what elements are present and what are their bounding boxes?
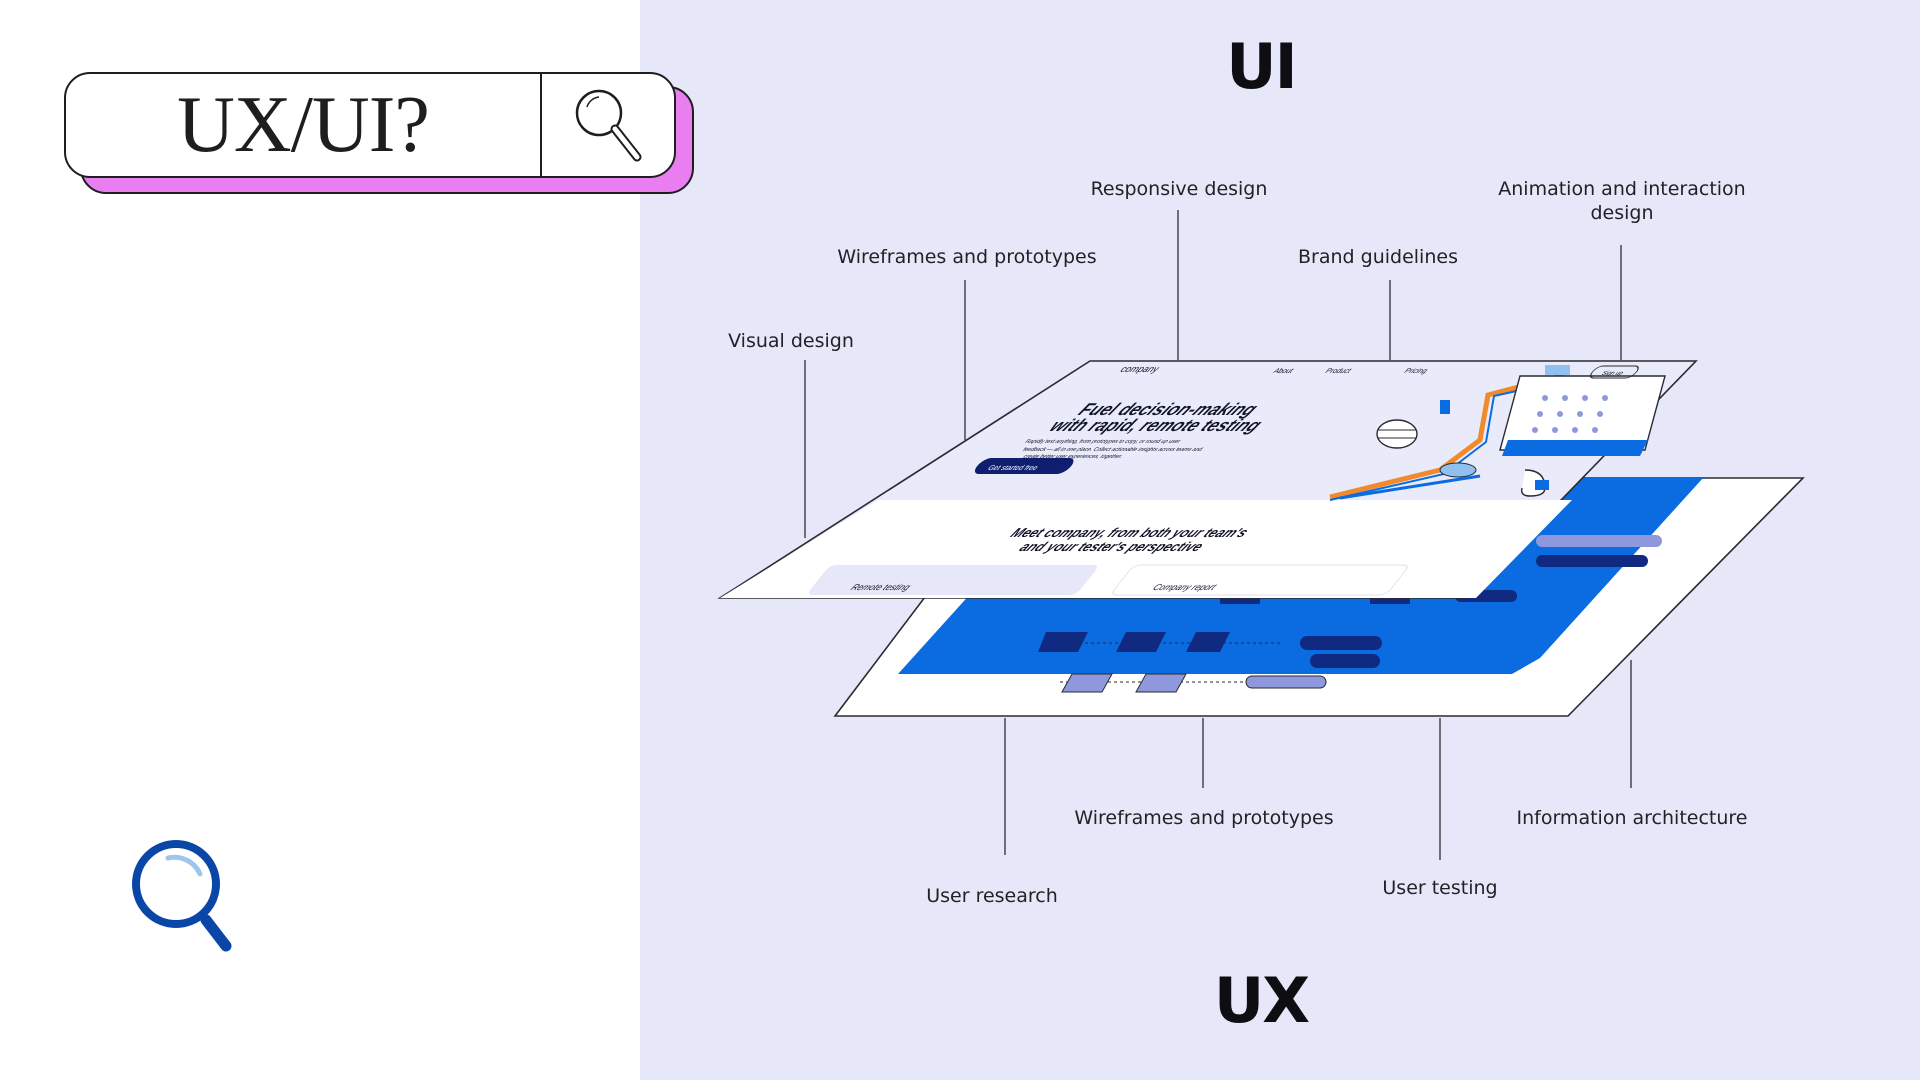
leader-lines xyxy=(804,210,1632,860)
ux-flow xyxy=(1038,535,1662,693)
mockup-headline-1: Fuel decision-making xyxy=(1074,400,1263,419)
search-query[interactable]: UX/UI? xyxy=(66,74,542,176)
mockup-nav-about: About xyxy=(1271,367,1296,375)
mockup-nav-button: Sign up xyxy=(1600,371,1625,377)
ui-title: UI xyxy=(1226,30,1297,103)
ux-title: UX xyxy=(1213,964,1310,1037)
hero-illustration xyxy=(1329,365,1666,501)
layer-diagram: company About Product Pricing Sign up Fu… xyxy=(717,210,1805,860)
label-user-research: User research xyxy=(926,885,1058,907)
label-responsive-design: Responsive design xyxy=(1090,178,1268,200)
search-button[interactable] xyxy=(542,74,674,176)
mockup-section-1: Meet company, from both your team's xyxy=(1007,526,1252,541)
mockup-card-remote: Remote testing xyxy=(848,583,913,593)
label-animation-interaction-2: design xyxy=(1590,202,1654,224)
label-ux-wireframes: Wireframes and prototypes xyxy=(1074,807,1334,829)
mockup-card-report: Company report xyxy=(1150,583,1220,593)
label-animation-interaction-1: Animation and interaction xyxy=(1498,178,1746,200)
search-bar[interactable]: UX/UI? xyxy=(64,72,676,178)
label-brand-guidelines: Brand guidelines xyxy=(1298,246,1458,268)
mockup-body-2: feedback — all in one place. Collect act… xyxy=(1021,447,1205,453)
label-user-testing: User testing xyxy=(1382,877,1498,899)
mockup-body-3: create better user experiences, together… xyxy=(1021,454,1124,460)
magnifier-icon xyxy=(132,840,232,952)
mockup-nav-product: Product xyxy=(1323,367,1354,375)
mockup-logo: company xyxy=(1117,365,1162,375)
mockup-body-1: Rapidly test anything, from prototypes t… xyxy=(1023,439,1182,445)
label-information-architecture: Information architecture xyxy=(1516,807,1748,829)
label-visual-design: Visual design xyxy=(728,330,854,352)
mockup-nav-pricing: Pricing xyxy=(1402,367,1430,375)
mockup-section-2: and your tester's perspective xyxy=(1015,540,1207,555)
mockup-cta[interactable]: Get started free xyxy=(986,464,1041,472)
mockup-headline-2: with rapid, remote testing xyxy=(1045,416,1267,435)
label-ui-wireframes: Wireframes and prototypes xyxy=(837,246,1097,268)
search-icon xyxy=(575,89,642,162)
